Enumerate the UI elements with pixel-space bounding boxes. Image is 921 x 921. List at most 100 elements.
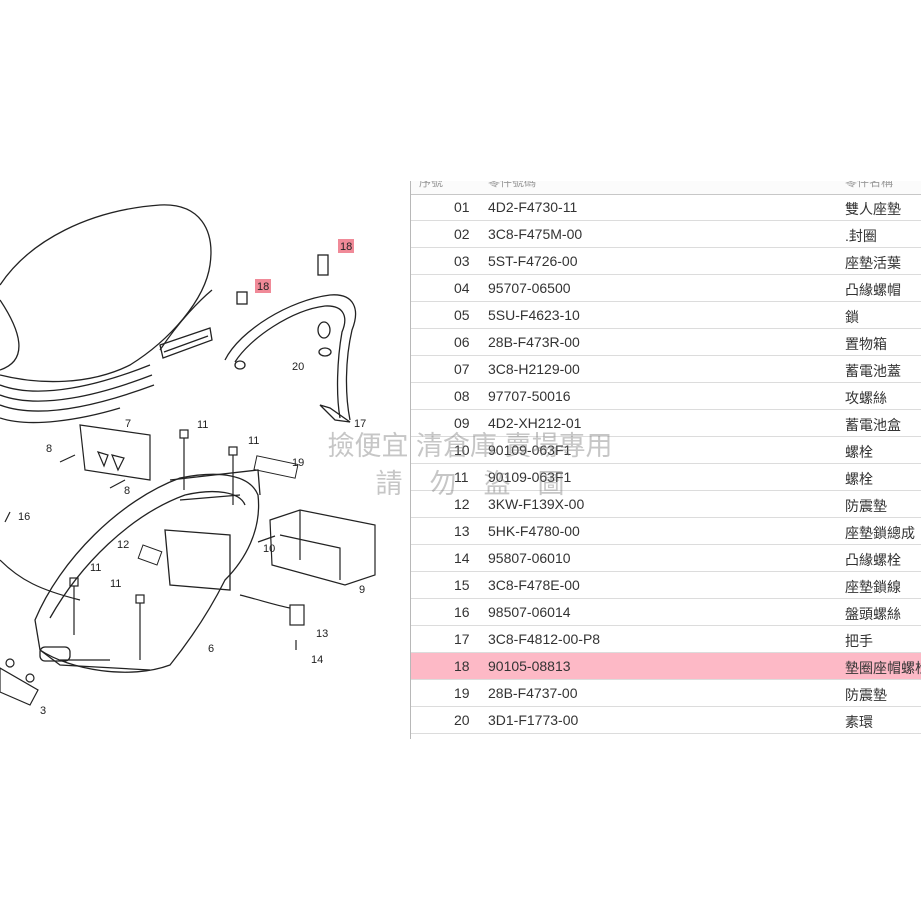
- part-name: 座墊活葉: [845, 255, 901, 271]
- battery-cover-drawing: [79, 424, 151, 481]
- label-6: 6: [208, 643, 214, 655]
- label-8-a: 8: [46, 443, 52, 455]
- part-number-index: 08: [454, 388, 470, 404]
- label-3: 3: [40, 705, 46, 717]
- label-11-d: 11: [110, 578, 121, 590]
- part-code: 90105-08813: [488, 658, 571, 674]
- part-code: 5HK-F4780-00: [488, 523, 580, 539]
- part-code: 4D2-XH212-01: [488, 415, 582, 431]
- table-row[interactable]: 05 5SU-F4623-10 鎖: [411, 302, 921, 329]
- seat-drawing: [0, 204, 213, 424]
- part-name: 蓄電池蓋: [845, 363, 901, 379]
- callout-18-right: [338, 239, 354, 253]
- callout-18-left: [255, 279, 271, 293]
- part-number-index: 11: [454, 469, 469, 485]
- part-code: 3C8-F478E-00: [488, 577, 580, 593]
- part-number-index: 20: [454, 712, 470, 728]
- header-part-number: 零件號碼: [488, 181, 537, 189]
- label-7: 7: [125, 418, 131, 430]
- part-name: 素環: [845, 714, 873, 730]
- part-code: 3C8-H2129-00: [488, 361, 580, 377]
- part-number-index: 10: [454, 442, 470, 458]
- part-number-index: 17: [454, 631, 470, 647]
- part-code: 5SU-F4623-10: [488, 307, 580, 323]
- storage-box-drawing: [34, 469, 261, 673]
- part-code: 3C8-F4812-00-P8: [488, 631, 601, 647]
- part-name: 凸緣螺栓: [845, 552, 901, 568]
- part-code: 5ST-F4726-00: [488, 253, 578, 269]
- part-code: 90109-063F1: [488, 442, 572, 458]
- table-row[interactable]: 02 3C8-F475M-00 .封圈: [411, 221, 921, 248]
- part-name: 墊圈座帽螺栓: [845, 660, 921, 676]
- table-row[interactable]: 18 90105-08813 墊圈座帽螺栓: [411, 653, 921, 680]
- part-code: 4D2-F4730-11: [488, 199, 578, 215]
- part-code: 3C8-F475M-00: [488, 226, 583, 242]
- part-code: 3D1-F1773-00: [488, 712, 579, 728]
- part-number-index: 18: [454, 658, 470, 674]
- part-name: 盤頭螺絲: [845, 606, 901, 622]
- table-row[interactable]: 10 90109-063F1 螺栓: [411, 437, 921, 464]
- part-number-index: 12: [454, 496, 470, 512]
- seat-lock-drawing: [0, 559, 305, 626]
- part-name: 防震墊: [845, 687, 887, 703]
- table-row[interactable]: 01 4D2-F4730-11 雙人座墊: [411, 194, 921, 221]
- part-number-index: 09: [454, 415, 470, 431]
- header-part-name: 零件名稱: [845, 181, 894, 189]
- label-9: 9: [359, 584, 365, 596]
- battery-box-drawing: [269, 509, 376, 586]
- cushion-12-drawing: [137, 544, 163, 566]
- label-12: 12: [117, 539, 129, 551]
- table-row[interactable]: 20 3D1-F1773-00 素環: [411, 707, 921, 734]
- label-19: 19: [292, 457, 304, 469]
- part-name: 鎖: [845, 309, 859, 325]
- label-17: 17: [354, 418, 366, 430]
- part-name: 凸緣螺帽: [845, 282, 901, 298]
- seat-hinge-drawing: [0, 658, 39, 706]
- parts-exploded-diagram: 18 18 20 17 7 8 8 11 11 11 11 19 16 12 1…: [0, 204, 376, 717]
- header-no: 序號: [419, 181, 444, 189]
- part-code: 3KW-F139X-00: [488, 496, 585, 512]
- part-name: 座墊鎖線: [845, 579, 901, 595]
- label-11-a: 11: [197, 419, 208, 431]
- label-11-b: 11: [248, 435, 259, 447]
- bolt-drawings: [4, 429, 297, 660]
- part-number-index: 14: [454, 550, 470, 566]
- label-14: 14: [311, 654, 323, 666]
- table-row[interactable]: 07 3C8-H2129-00 蓄電池蓋: [411, 356, 921, 383]
- label-20: 20: [292, 361, 304, 373]
- part-name: 攻螺絲: [845, 390, 887, 406]
- table-row[interactable]: 06 28B-F473R-00 置物箱: [411, 329, 921, 356]
- label-13: 13: [316, 628, 328, 640]
- table-row[interactable]: 13 5HK-F4780-00 座墊鎖總成: [411, 518, 921, 545]
- label-16: 16: [18, 511, 30, 523]
- part-name: 雙人座墊: [845, 201, 901, 217]
- label-10: 10: [263, 543, 275, 555]
- part-name: 座墊鎖總成: [845, 525, 915, 541]
- part-number-index: 01: [454, 199, 470, 215]
- watermark-line-2: 請 勿 盜 圖: [375, 469, 565, 499]
- part-code: 28B-F473R-00: [488, 334, 580, 350]
- label-18-right: 18: [340, 241, 352, 253]
- part-number-index: 05: [454, 307, 470, 323]
- part-code: 95707-06500: [488, 280, 571, 296]
- part-number-index: 07: [454, 361, 470, 377]
- part-number-index: 13: [454, 523, 470, 539]
- part-number-index: 06: [454, 334, 470, 350]
- part-name: 置物箱: [845, 336, 887, 352]
- part-number-index: 02: [454, 226, 470, 242]
- part-name: 螺栓: [845, 444, 873, 460]
- cushion-drawing: [253, 455, 299, 479]
- part-name: .封圈: [845, 228, 877, 244]
- watermark-line-1: 撿便宜 清倉庫 賣場專用: [327, 431, 613, 461]
